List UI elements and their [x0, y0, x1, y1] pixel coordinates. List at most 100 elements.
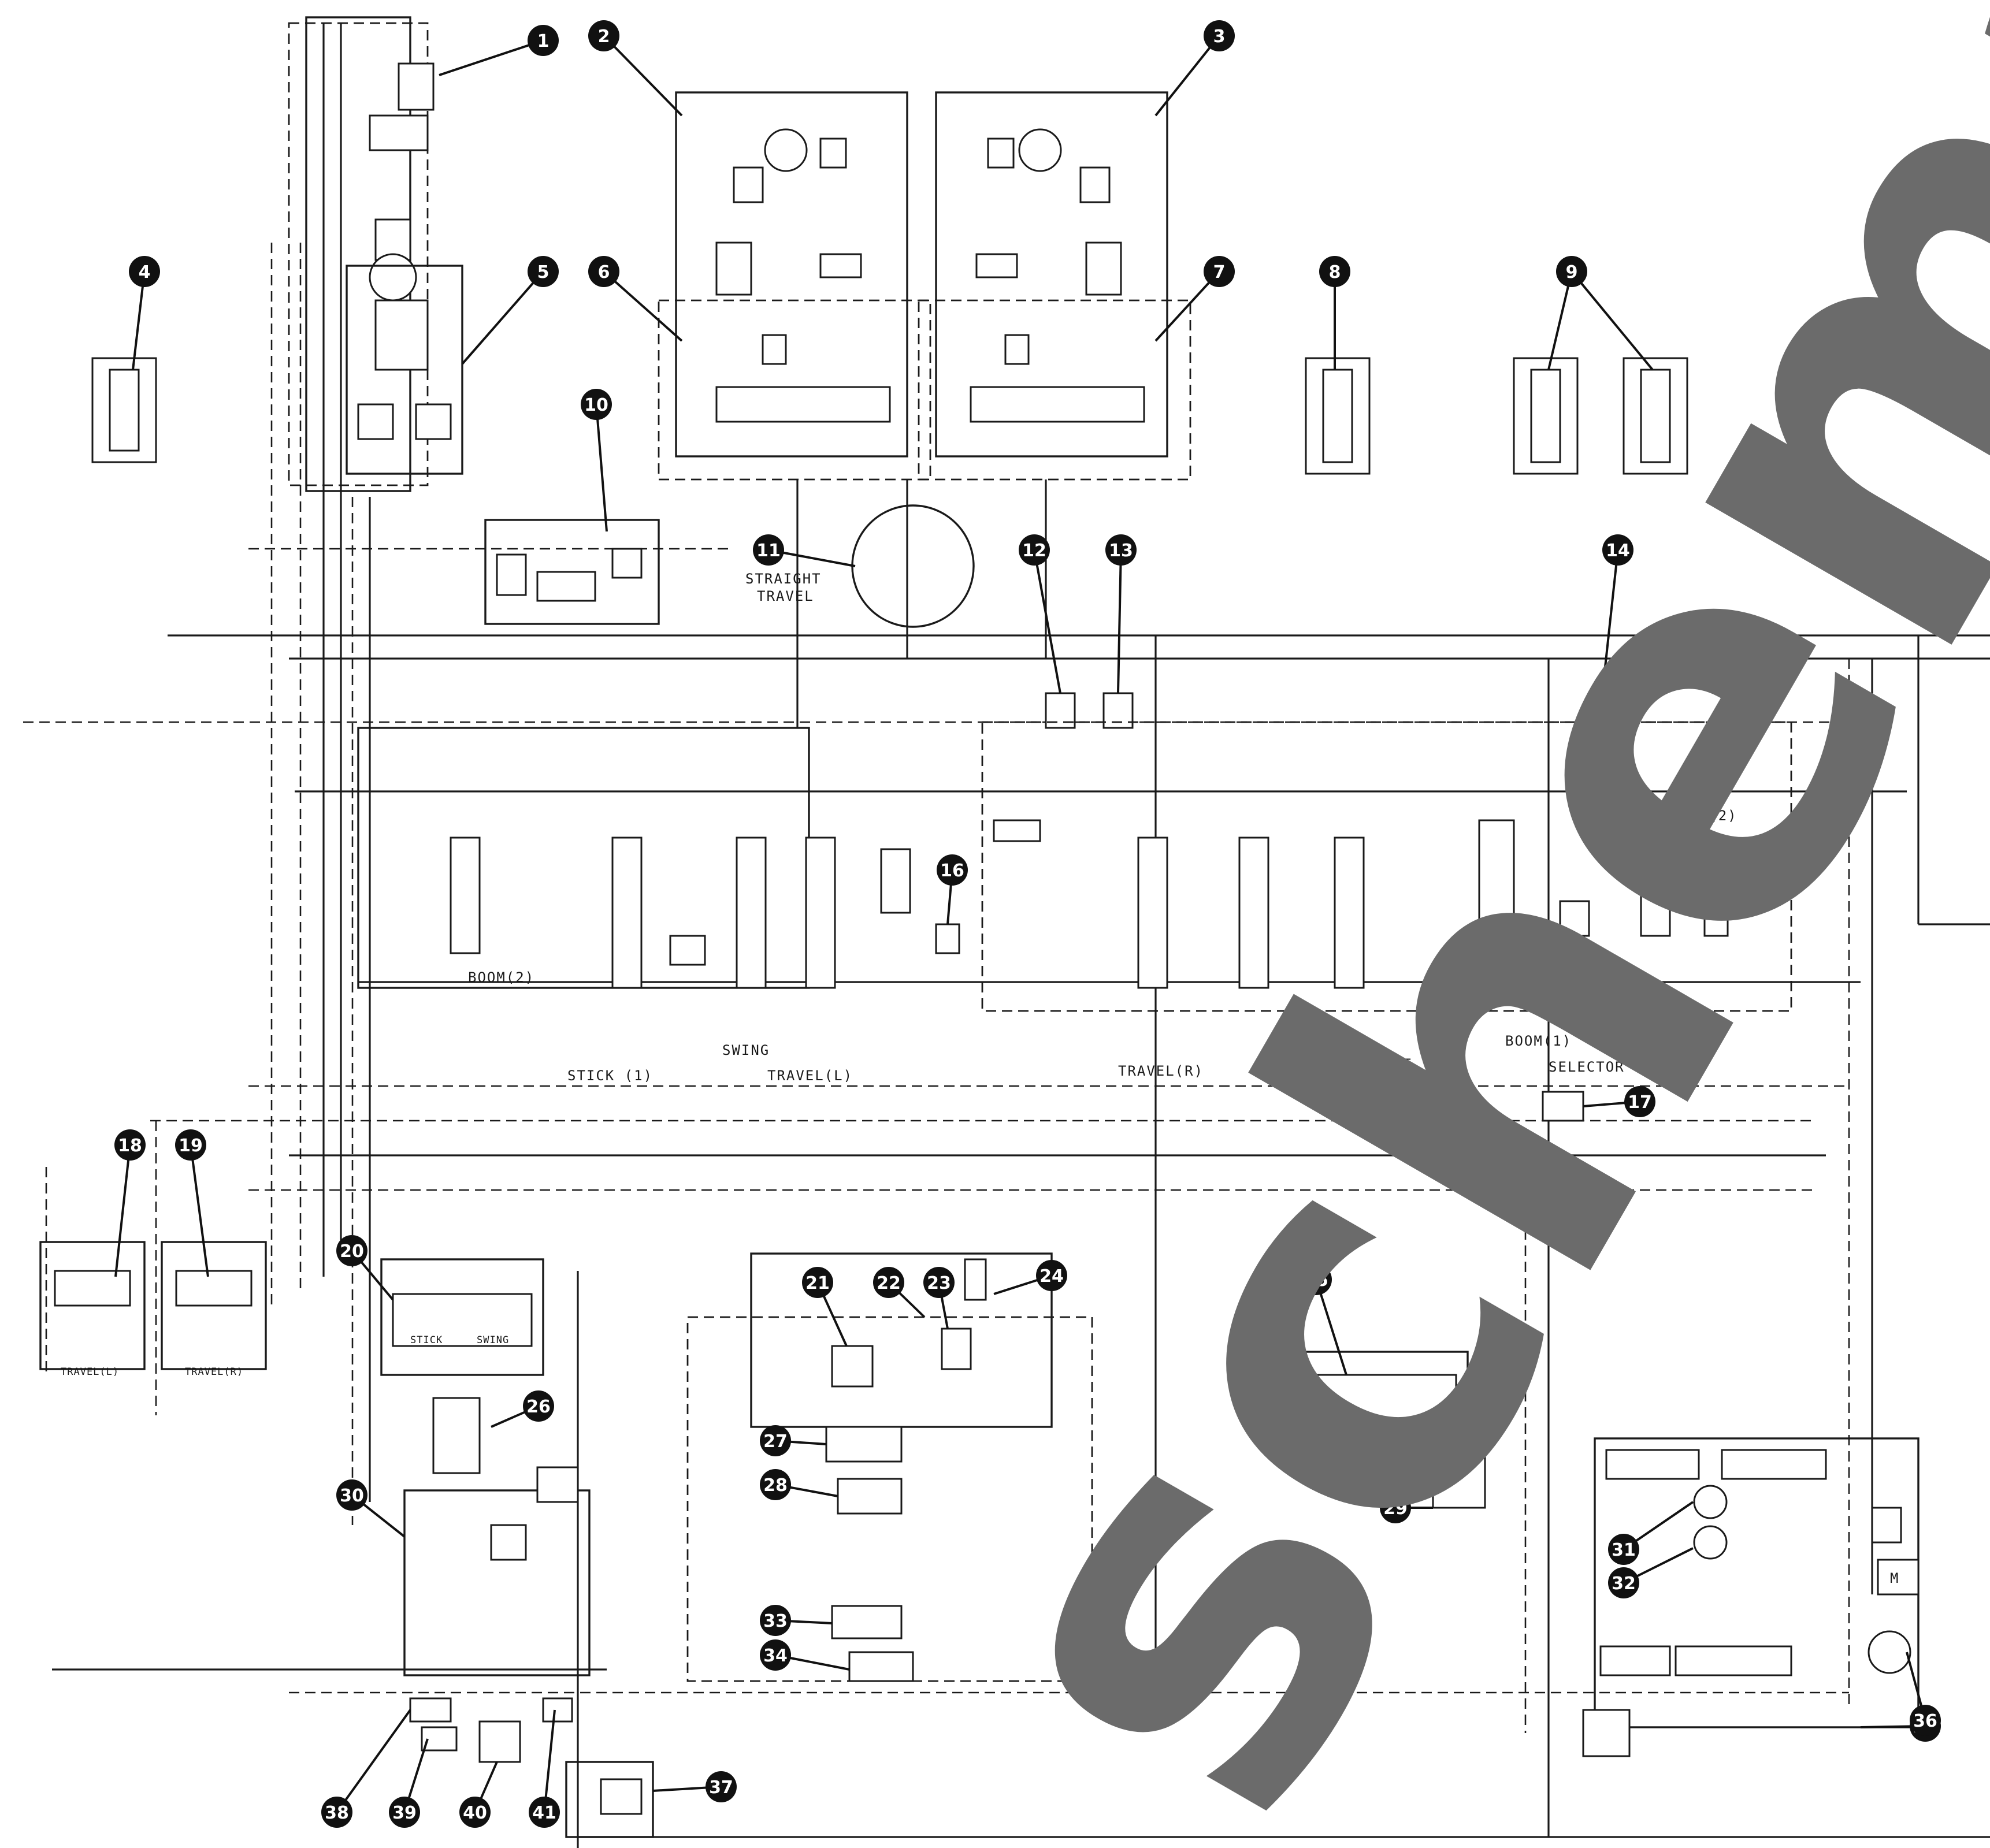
- callout-number: 3: [1213, 27, 1226, 47]
- callout-27: 27: [760, 1425, 827, 1456]
- callout-number: 41: [532, 1803, 556, 1823]
- callout-number: 28: [763, 1475, 788, 1496]
- callout-circle: [923, 1267, 955, 1298]
- callout-number: 9: [1566, 262, 1578, 282]
- callout-circle: [1204, 20, 1235, 51]
- callout-number: 1: [537, 31, 550, 51]
- callout-leader: [1117, 549, 1122, 694]
- straight-travel-swivel: STRAIGHT TRAVEL: [745, 504, 975, 628]
- callout-31: 31: [1608, 1501, 1694, 1565]
- callout-leader: [190, 1144, 209, 1277]
- pilot-travel-r-label: TRAVEL(R): [185, 1366, 243, 1378]
- callout-circle: [529, 1797, 560, 1828]
- pilot-pump-and-filters: [403, 1466, 654, 1838]
- callout-number: 7: [1213, 262, 1226, 282]
- callout-19: 19: [175, 1129, 209, 1277]
- stick2-label: STICK(2): [1661, 808, 1737, 824]
- callout-23: 23: [923, 1267, 955, 1329]
- straight-travel-label-2: TRAVEL: [757, 588, 814, 604]
- callout-number: 14: [1606, 541, 1630, 561]
- callout-leader: [1571, 270, 1654, 371]
- callout-number: 22: [877, 1273, 901, 1293]
- callout-number: 25: [1304, 1270, 1328, 1291]
- callout-leader: [336, 1709, 411, 1813]
- callout-number: 38: [325, 1803, 349, 1823]
- callout-41: 41: [529, 1709, 560, 1828]
- callout-7: 7: [1154, 256, 1235, 342]
- callout-circle: [389, 1797, 420, 1828]
- callout-leader: [1154, 35, 1220, 117]
- callout-34: 34: [760, 1639, 850, 1671]
- callout-circle: [1019, 534, 1050, 566]
- callout-40: 40: [459, 1761, 498, 1828]
- callout-circle: [1204, 256, 1235, 287]
- pilot-travel-l-label: TRAVEL(L): [61, 1366, 119, 1378]
- callout-number: 29: [1383, 1499, 1408, 1519]
- callout-36: 36: [1906, 1652, 1941, 1736]
- callout-leader: [439, 39, 544, 76]
- callout-circle: [753, 534, 784, 566]
- callout-13: 13: [1105, 534, 1137, 694]
- callout-circle: [336, 1479, 367, 1511]
- callout-1: 1: [439, 25, 559, 76]
- control-spools: [357, 721, 1792, 1122]
- callout-10: 10: [581, 389, 612, 532]
- callout-leader: [1594, 549, 1619, 763]
- callout-2: 2: [588, 20, 683, 117]
- callout-circle: [459, 1797, 491, 1828]
- boom2-label: BOOM(2): [468, 969, 534, 986]
- callout-22: 22: [873, 1267, 926, 1318]
- callout-number: 10: [584, 395, 608, 415]
- callout-3: 3: [1154, 20, 1235, 117]
- straight-travel-label-1: STRAIGHT: [745, 571, 822, 587]
- pilot-bucket-label: BUCKET: [1335, 1415, 1373, 1427]
- pilot-swing-label: SWING: [477, 1334, 509, 1346]
- callout-number: 18: [118, 1136, 142, 1156]
- callout-39: 39: [389, 1738, 429, 1828]
- swing-label: SWING: [722, 1042, 770, 1058]
- callout-37: 37: [652, 1771, 737, 1802]
- callout-circle: [1910, 1705, 1941, 1736]
- callout-number: 23: [927, 1273, 951, 1293]
- callout-21: 21: [802, 1267, 848, 1347]
- pilot-manifold: [686, 1252, 1093, 1682]
- callout-circle: [523, 1390, 554, 1422]
- callout-number: 11: [756, 541, 781, 561]
- callout-number: 31: [1612, 1540, 1636, 1560]
- callout-number: 12: [1022, 541, 1046, 561]
- callout-circle: [528, 256, 559, 287]
- atch-label: ATCH: [1260, 1056, 1298, 1072]
- callout-circle: [581, 389, 612, 420]
- callout-circle: [175, 1129, 206, 1161]
- callout-circle: [1380, 1492, 1411, 1523]
- callout-circle: [1319, 256, 1350, 287]
- callout-circle: [873, 1267, 904, 1298]
- callout-17: 17: [1583, 1086, 1655, 1117]
- callout-number: 39: [392, 1803, 417, 1823]
- callout-number: 2: [598, 27, 610, 47]
- callout-leader: [595, 404, 608, 532]
- callout-circle: [1036, 1260, 1067, 1291]
- callout-number: 20: [340, 1241, 364, 1262]
- callout-number: 36: [1913, 1711, 1937, 1731]
- callout-circle: [760, 1425, 791, 1456]
- callout-number: 30: [340, 1486, 364, 1506]
- callout-8: 8: [1319, 256, 1350, 370]
- travel-l-label: TRAVEL(L): [767, 1068, 853, 1084]
- callout-leader: [1033, 549, 1061, 694]
- callout-circle: [937, 854, 968, 886]
- callout-circle: [760, 1469, 791, 1500]
- callout-number: 34: [763, 1646, 788, 1666]
- callout-number: 19: [179, 1136, 203, 1156]
- selector-label: SELECTOR: [1549, 1059, 1625, 1075]
- spool-labels: BOOM(2) STICK (1) SWING TRAVEL(L) TRAVEL…: [468, 808, 1737, 1084]
- callout-12: 12: [1019, 534, 1061, 694]
- callout-16: 16: [937, 854, 968, 925]
- callout-11: 11: [753, 534, 856, 567]
- pilot-boom-label: BOOM: [1410, 1415, 1436, 1427]
- boom1-label: BOOM(1): [1505, 1033, 1572, 1049]
- callout-number: 16: [940, 861, 964, 881]
- pump-assembly: [346, 62, 463, 475]
